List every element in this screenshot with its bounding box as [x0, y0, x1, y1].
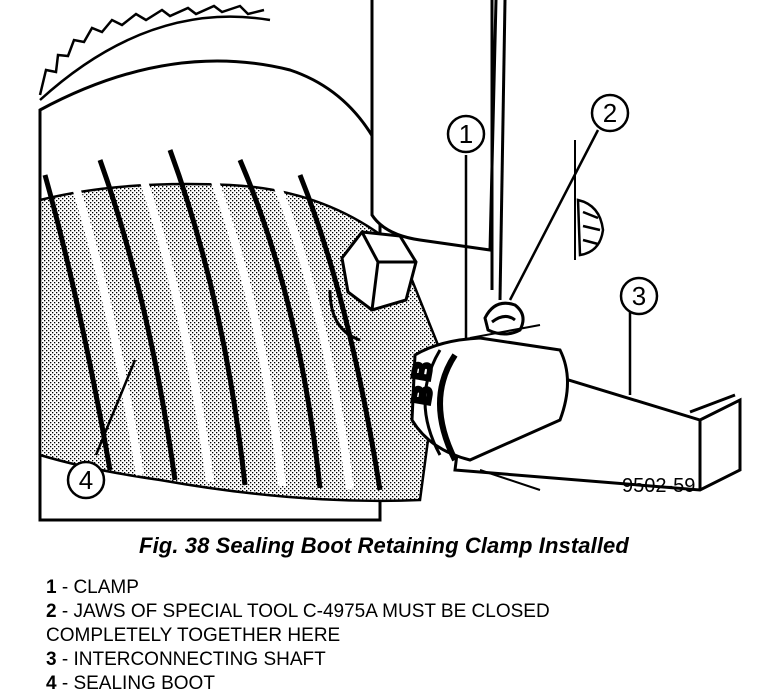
- callout-1-label: 1: [459, 119, 473, 149]
- side-fitting: [576, 198, 605, 257]
- legend-item-2: 2 - JAWS OF SPECIAL TOOL C-4975A MUST BE…: [46, 601, 550, 622]
- legend-item-3: 3 - INTERCONNECTING SHAFT: [46, 649, 326, 670]
- callout-2: 2: [590, 93, 630, 133]
- figure-caption: Fig. 38 Sealing Boot Retaining Clamp Ins…: [139, 533, 629, 558]
- gear-teeth: [38, 4, 271, 101]
- callout-4: 4: [66, 460, 106, 500]
- bolt: [328, 230, 418, 342]
- callout-3-label: 3: [632, 281, 646, 311]
- callout-3: 3: [619, 276, 659, 316]
- legend: 1 - CLAMP 2 - JAWS OF SPECIAL TOOL C-497…: [46, 576, 746, 696]
- sealing-boot: [38, 149, 442, 503]
- legend-item-4: 4 - SEALING BOOT: [46, 673, 215, 694]
- callout-4-label: 4: [79, 465, 93, 495]
- diagram-figure: B B 1 2 3 4: [38, 0, 742, 522]
- clamp-ear: [469, 301, 541, 339]
- legend-item-1: 1 - CLAMP: [46, 577, 139, 598]
- drawing: B B 1 2 3 4: [38, 0, 742, 522]
- legend-item-2-cont: COMPLETELY TOGETHER HERE: [46, 625, 341, 646]
- leader-lines: [94, 129, 632, 456]
- callout-1: 1: [446, 114, 486, 154]
- figure-number: 9502-59: [622, 475, 695, 497]
- callout-2-label: 2: [603, 98, 617, 128]
